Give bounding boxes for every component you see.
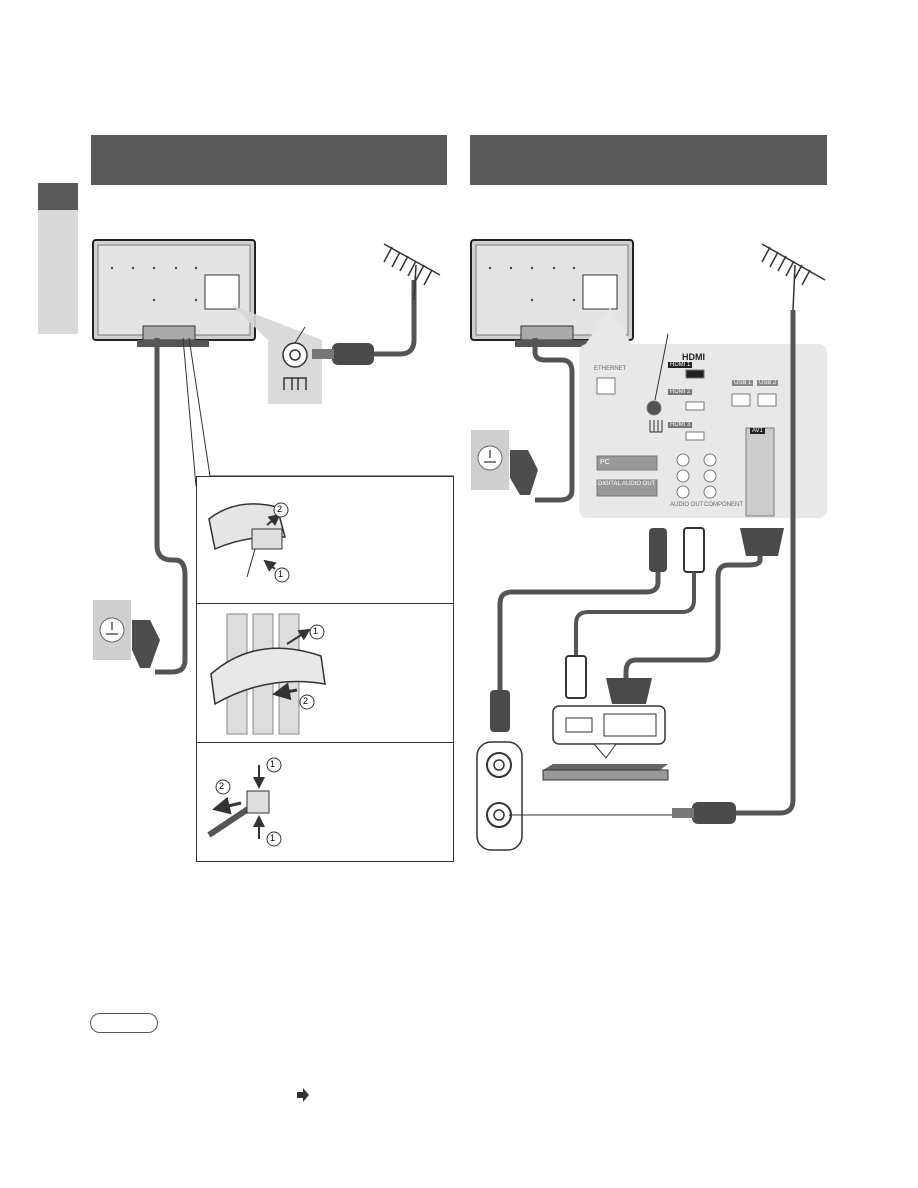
usb2-label: USB 2 [757,380,779,386]
right-section-header [470,135,827,185]
mains-plug-left-icon [99,617,160,668]
av1-label: AV1 [750,428,765,434]
tie-step-2c: 2 [219,781,225,791]
tie-step-2b: 2 [303,696,309,706]
cable-tie-bundle-illustration [210,613,326,735]
hdmi3-label: HDMI 3 [668,422,693,428]
tv-rear-left-icon [92,239,256,347]
zoom-callout-left [232,305,322,404]
usb1-label: USB 1 [732,380,754,386]
aerial-cable-right [735,310,796,816]
power-cable-right [532,338,575,503]
tie-step-1: 1 [278,569,284,579]
cable-tie-panel-3: 1 2 1 [196,742,454,862]
chapter-tab-active [38,183,78,210]
tie-step-1d: 1 [270,833,276,843]
tie-step-1b: 1 [313,626,319,636]
recorder-device-icon [542,764,669,781]
recorder-callout-pointer [592,743,617,759]
rf-pointer-line [654,333,669,401]
hdmi1-label: HDMI 1 [668,362,693,368]
mains-plug-right-icon [477,445,538,495]
aerial-plug-to-recorder [692,802,736,824]
chapter-tab-inactive [38,210,78,334]
note-label-box [90,1013,158,1033]
ethernet-label: ETHERNET [594,366,627,372]
rf-cable-tv-recorder [490,528,667,732]
aerial-plug-tip [672,808,694,818]
cable-tie-panel-1: 2 1 [196,476,454,604]
power-cable-left [154,338,188,675]
digital-audio-out-label: DIGITAL AUDIO OUT [598,481,656,487]
rf-aerial-socket-icon [282,326,308,390]
aerial-antenna-left-icon [383,243,441,301]
zoom-wedge-right [585,308,632,345]
aerial-antenna-right-icon [761,243,826,311]
pc-label: PC [600,459,610,466]
audio-out-label: AUDIO OUT [670,502,704,508]
component-label: COMPONENT [704,502,743,508]
scart-cable [606,528,784,704]
hdmi-logo: HDMI [682,352,705,362]
aerial-plug-left-icon [312,280,417,365]
recorder-rf-jacks [476,741,672,851]
recorder-scart-port [603,713,657,737]
callout-line-1 [182,337,197,487]
cable-tie-attach-illustration [208,502,290,583]
callout-line-2 [188,337,211,477]
hdmi-cable [565,527,705,699]
tie-step-2: 2 [277,504,283,514]
cable-tie-release-illustration [207,757,282,847]
tie-step-1c: 1 [270,759,276,769]
jack-panel-details [596,369,777,517]
left-section-header [91,135,447,185]
page-reference-arrow-icon [297,1088,309,1102]
recorder-hdmi-port [565,717,593,733]
hdmi2-label: HDMI 2 [668,389,693,395]
cable-tie-panel-2: 1 2 [196,603,454,743]
